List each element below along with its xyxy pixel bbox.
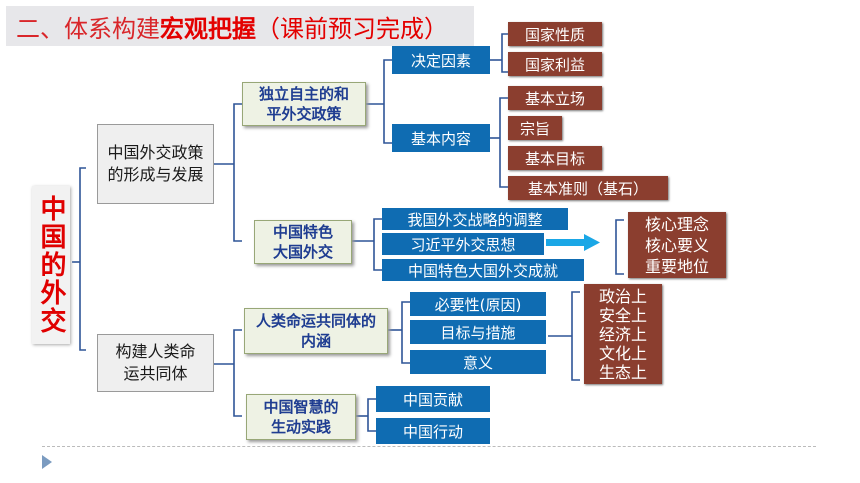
node-national-interest: 国家利益 xyxy=(508,52,602,76)
title-emphasis: 宏观把握 xyxy=(160,14,256,43)
node-major-country-diplomacy: 中国特色大国外交 xyxy=(254,220,352,264)
node-basic-principle: 基本准则（基石） xyxy=(508,176,668,200)
node-decisive-factors: 决定因素 xyxy=(392,46,490,74)
node-policy-formation: 中国外交政策的形成与发展 xyxy=(97,124,214,204)
node-chinese-wisdom: 中国智慧的生动实践 xyxy=(246,394,356,440)
node-basic-goal: 基本目标 xyxy=(508,146,602,170)
title-suffix: （课前预习完成） xyxy=(256,14,448,43)
node-basic-content: 基本内容 xyxy=(392,124,490,152)
title-prefix: 二、体系构建 xyxy=(16,14,160,43)
node-china-contribution: 中国贡献 xyxy=(376,386,490,412)
aspect-security: 安全上 xyxy=(598,305,647,325)
thought-core-concept: 核心理念 xyxy=(644,214,709,234)
node-xi-diplomatic-thought: 习近平外交思想 xyxy=(382,233,544,255)
arrow-icon xyxy=(546,234,600,251)
root-node: 中国的外交 xyxy=(32,186,70,344)
thought-importance: 重要地位 xyxy=(644,256,709,276)
node-thought-aspects: 核心理念 核心要义 重要地位 xyxy=(628,212,726,278)
node-community-aspects: 政治上 安全上 经济上 文化上 生态上 xyxy=(584,284,662,384)
node-diplomacy-achievements: 中国特色大国外交成就 xyxy=(382,259,584,281)
node-necessity: 必要性(原因) xyxy=(410,292,546,316)
aspect-politics: 政治上 xyxy=(598,286,647,306)
node-basic-stance: 基本立场 xyxy=(508,86,602,110)
node-purpose: 宗旨 xyxy=(508,116,562,140)
aspect-ecology: 生态上 xyxy=(598,362,647,382)
node-community-meaning: 人类命运共同体的内涵 xyxy=(244,308,388,354)
node-strategy-adjustment: 我国外交战略的调整 xyxy=(382,208,568,230)
section-title: 二、体系构建宏观把握（课前预习完成） xyxy=(6,6,474,46)
node-goals-measures: 目标与措施 xyxy=(410,320,546,344)
node-china-action: 中国行动 xyxy=(376,418,490,444)
thought-core-essence: 核心要义 xyxy=(644,235,709,255)
play-icon[interactable] xyxy=(42,455,52,469)
aspect-culture: 文化上 xyxy=(598,343,647,363)
node-significance: 意义 xyxy=(410,350,546,374)
footer-divider xyxy=(42,446,816,447)
node-independent-peace-policy: 独立自主的和平外交政策 xyxy=(242,82,366,126)
node-state-nature: 国家性质 xyxy=(508,22,602,46)
aspect-economy: 经济上 xyxy=(598,324,647,344)
node-community-building: 构建人类命运共同体 xyxy=(97,334,214,392)
